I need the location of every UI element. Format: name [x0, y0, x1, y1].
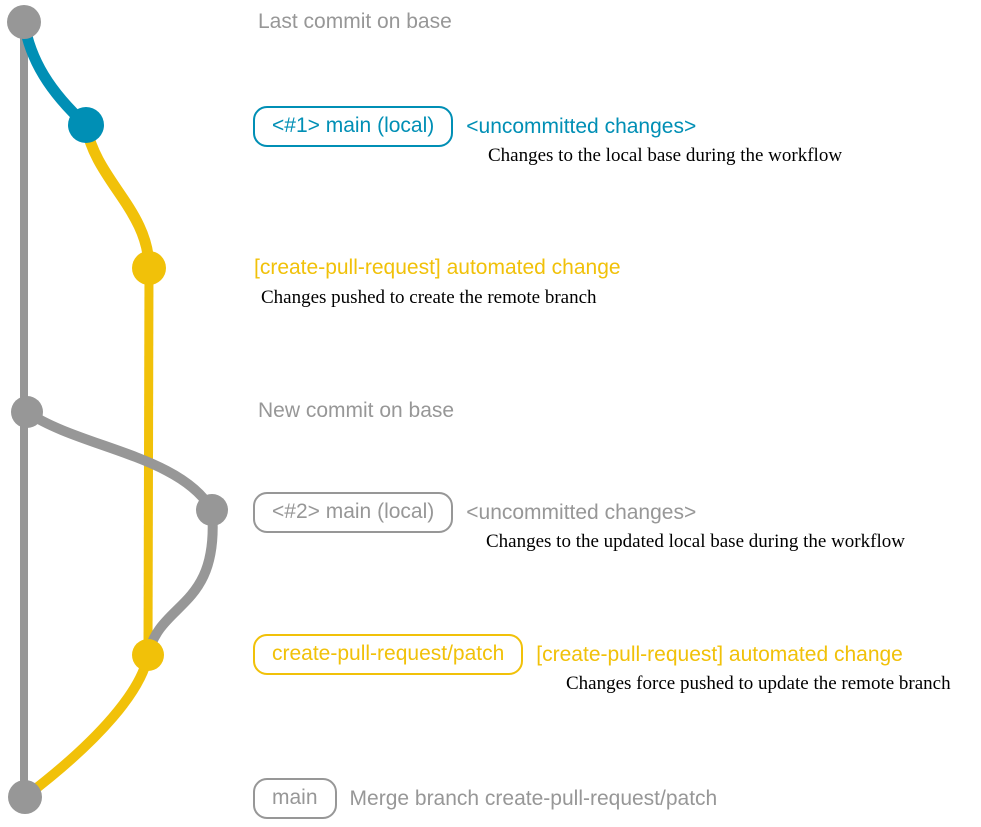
branch-edge-branch-out-to-main-local-2	[22, 407, 217, 515]
commit-dot-last-commit-on-base	[7, 5, 41, 39]
branch-tag-main-local-2: <#2> main (local)	[253, 492, 454, 533]
commit-dot-automated-change-2	[132, 639, 164, 671]
commit-message: Last commit on base	[258, 10, 452, 33]
commit-dot-merge-commit	[8, 780, 42, 814]
commit-row-automated-change-1: [create-pull-request] automated change	[254, 255, 621, 281]
commit-row-automated-change-2: create-pull-request/patch [create-pull-r…	[253, 634, 903, 675]
commit-message: New commit on base	[258, 399, 455, 422]
commit-dot-main-local-1	[68, 107, 104, 143]
branch-edge-merge-into-base	[20, 650, 153, 802]
branch-tag-main-local-1: <#1> main (local)	[253, 106, 454, 147]
annotation-note-updated-local-base: Changes to the updated local base during…	[486, 531, 905, 552]
commit-message: Merge branch create-pull-request/patch	[349, 786, 718, 810]
branch-edge-branch-out-to-patch-1	[80, 119, 155, 274]
commit-row-new-commit: New commit on base	[258, 398, 454, 424]
commit-message: [create-pull-request] automated change	[536, 642, 903, 666]
branch-tag-main: main	[253, 778, 337, 819]
commit-message: [create-pull-request] automated change	[254, 256, 621, 279]
annotation-note-local-base: Changes to the local base during the wor…	[488, 145, 843, 166]
branch-edge-branch-out-to-main-local-1	[18, 16, 92, 131]
branch-tag-create-pull-request-patch: create-pull-request/patch	[253, 634, 524, 675]
commit-row-main-local-2: <#2> main (local) <uncommitted changes>	[253, 492, 696, 533]
branch-edge-rebase-into-patch	[143, 505, 218, 660]
annotation-note-force-pushed: Changes force pushed to update the remot…	[566, 673, 951, 694]
commit-row-merge: main Merge branch create-pull-request/pa…	[253, 778, 717, 819]
annotation-note-pushed-create: Changes pushed to create the remote bran…	[261, 287, 597, 308]
commit-dot-new-commit-on-base	[11, 396, 43, 428]
commit-dot-automated-change-1	[132, 251, 166, 285]
commit-message: <uncommitted changes>	[466, 500, 697, 524]
commit-message: <uncommitted changes>	[466, 114, 697, 138]
commit-row-last-commit: Last commit on base	[258, 9, 452, 35]
commit-row-main-local-1: <#1> main (local) <uncommitted changes>	[253, 106, 696, 147]
commit-dot-main-local-2	[196, 494, 228, 526]
